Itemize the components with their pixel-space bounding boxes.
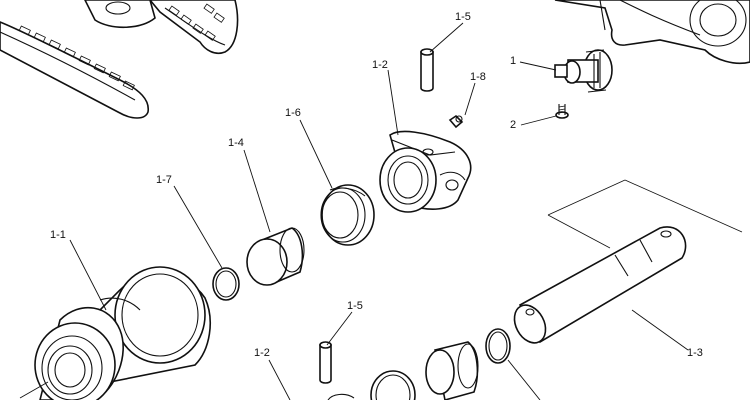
callout-1-2-top: 1-2 xyxy=(372,59,388,71)
part-1-3-shaft xyxy=(513,179,743,344)
bracket-drawing xyxy=(554,0,750,65)
leader-lines xyxy=(19,22,689,400)
callout-1-4: 1-4 xyxy=(228,137,244,149)
bottom-bushing xyxy=(425,341,479,400)
part-1-7-oring xyxy=(212,267,240,301)
part-2-bolt xyxy=(555,104,569,119)
part-1-8-plug xyxy=(448,114,464,129)
part-1-4-bushing xyxy=(246,227,305,286)
callout-1-5-top: 1-5 xyxy=(455,11,471,23)
callout-1-5-bottom: 1-5 xyxy=(347,300,363,312)
callout-1-3: 1-3 xyxy=(687,347,703,359)
bottom-collar-partial xyxy=(327,393,355,400)
part-1-6-seal xyxy=(320,184,375,246)
part-1-5-pin-top xyxy=(420,48,434,92)
callout-1-8: 1-8 xyxy=(470,71,486,83)
part-1-roller-assembly xyxy=(554,49,613,93)
part-1-5-pin-bottom xyxy=(319,341,332,384)
part-1-2-collar-top xyxy=(379,130,472,213)
callout-1: 1 xyxy=(510,55,516,67)
bottom-oring xyxy=(485,328,511,364)
bottom-seal xyxy=(370,370,416,400)
callout-1-6: 1-6 xyxy=(285,107,301,119)
callout-1-2-bottom: 1-2 xyxy=(254,347,270,359)
callout-1-7: 1-7 xyxy=(156,174,172,186)
part-1-1-roller xyxy=(34,266,211,400)
track-frame-drawing xyxy=(0,0,239,119)
callout-1-1: 1-1 xyxy=(50,229,66,241)
callout-2: 2 xyxy=(510,119,516,131)
